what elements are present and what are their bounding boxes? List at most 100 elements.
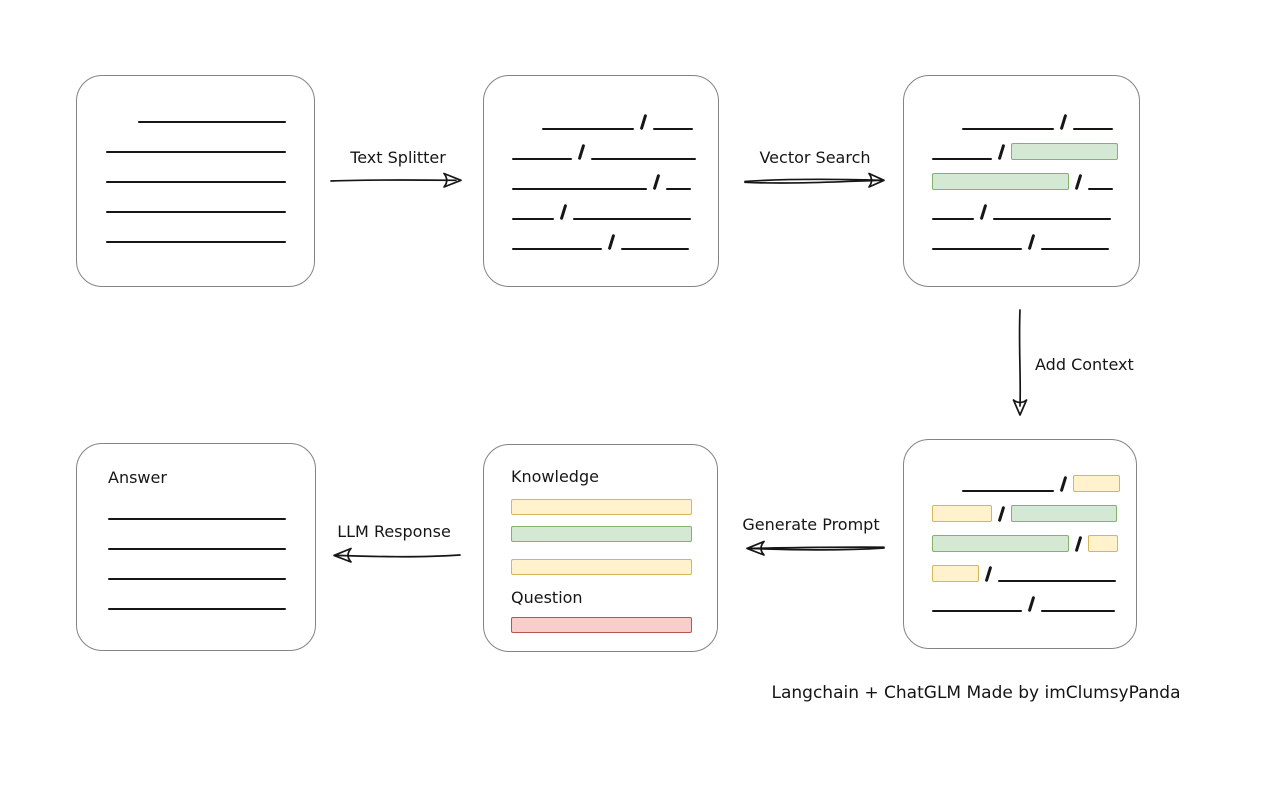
credit-text: Langchain + ChatGLM Made by imClumsyPand…: [771, 683, 1181, 703]
text-line: [108, 518, 286, 520]
vector-search-label: Vector Search: [759, 148, 871, 167]
slash-separator: [1074, 173, 1083, 191]
text-row: [932, 497, 1136, 527]
arrow-head-right-icon: [443, 172, 462, 188]
slash-separator: [1074, 535, 1083, 553]
text-row: [932, 105, 1139, 135]
slash-separator: [1027, 233, 1036, 251]
slash-separator: [1027, 595, 1036, 613]
text-line: [962, 490, 1054, 492]
text-line: [932, 218, 974, 220]
arrow-head-left-icon: [746, 540, 765, 556]
text-line: [932, 248, 1022, 250]
text-row: [932, 225, 1139, 255]
text-row: [106, 158, 314, 188]
text-splitter-label: Text Splitter: [350, 148, 446, 167]
slash-separator: [1059, 113, 1068, 131]
slash-separator: [652, 173, 661, 191]
text-line: [138, 121, 286, 123]
text-line: [106, 151, 286, 153]
yellow-highlight-chunk: [1088, 535, 1118, 552]
question-label: Question: [511, 588, 583, 607]
text-line: [621, 248, 689, 250]
answer-label: Answer: [108, 468, 167, 487]
red-bar: [511, 617, 692, 633]
arrow-head-down-icon: [1012, 399, 1028, 416]
slash-separator: [639, 113, 648, 131]
slash-separator: [984, 565, 993, 583]
yellow-bar: [511, 499, 692, 515]
node-answer: Answer: [76, 443, 316, 651]
text-row: [512, 135, 718, 165]
text-line: [512, 218, 554, 220]
text-line: [542, 128, 634, 130]
green-highlight-chunk: [1011, 143, 1118, 160]
answer-lines: [108, 495, 315, 615]
llm-response-label: LLM Response: [337, 522, 451, 541]
add-context-arrow: [1012, 309, 1028, 416]
text-splitter-arrow: [330, 172, 462, 188]
text-line: [1073, 128, 1113, 130]
text-row: [932, 165, 1139, 195]
text-line: [1041, 610, 1115, 612]
text-row: [932, 135, 1139, 165]
text-row: [512, 105, 718, 135]
text-row: [932, 195, 1139, 225]
slash-separator: [997, 143, 1006, 161]
text-row: [106, 98, 314, 128]
arrow-shaft: [330, 179, 457, 182]
node-prompt: Knowledge Question: [483, 444, 718, 652]
generate-prompt-arrow: [746, 540, 885, 556]
slash-separator: [559, 203, 568, 221]
text-row: [512, 165, 718, 195]
slash-separator: [577, 143, 586, 161]
text-line: [591, 158, 696, 160]
arrow-shaft: [1018, 309, 1022, 407]
text-line: [573, 218, 691, 220]
text-row: [932, 557, 1136, 587]
generate-prompt-label: Generate Prompt: [742, 515, 880, 534]
text-line: [512, 188, 647, 190]
text-line: [998, 580, 1116, 582]
node-added-context: [903, 439, 1137, 649]
text-line: [666, 188, 691, 190]
text-line: [108, 548, 286, 550]
arrow-head-right-icon: [868, 172, 885, 188]
green-highlight-chunk: [932, 535, 1069, 552]
text-row: [932, 587, 1136, 617]
question-bars: [511, 617, 717, 633]
text-line: [512, 248, 602, 250]
text-line: [993, 218, 1111, 220]
text-row: [106, 218, 314, 248]
node-source-document: [76, 75, 315, 287]
text-line: [106, 211, 286, 213]
text-line: [512, 158, 572, 160]
yellow-highlight-chunk: [932, 505, 992, 522]
green-highlight-chunk: [1011, 505, 1117, 522]
text-row: [932, 467, 1136, 497]
text-row: [106, 128, 314, 158]
knowledge-bars: [511, 499, 717, 575]
knowledge-label: Knowledge: [511, 467, 599, 486]
text-row: [108, 585, 315, 615]
text-row: [106, 188, 314, 218]
text-line: [106, 241, 286, 243]
slash-separator: [607, 233, 616, 251]
green-highlight-chunk: [932, 173, 1069, 190]
text-row: [108, 525, 315, 555]
add-context-label: Add Context: [1035, 355, 1134, 374]
arrow-shaft: [335, 554, 461, 558]
text-line: [108, 578, 286, 580]
text-row: [108, 495, 315, 525]
llm-response-arrow: [333, 547, 461, 563]
arrow-shaft: [748, 546, 885, 550]
slash-separator: [997, 505, 1006, 523]
text-line: [1041, 248, 1109, 250]
arrow-head-left-icon: [333, 547, 352, 563]
green-bar: [511, 526, 692, 542]
text-line: [108, 608, 286, 610]
text-line: [932, 158, 992, 160]
yellow-bar: [511, 559, 692, 575]
text-row: [512, 225, 718, 255]
